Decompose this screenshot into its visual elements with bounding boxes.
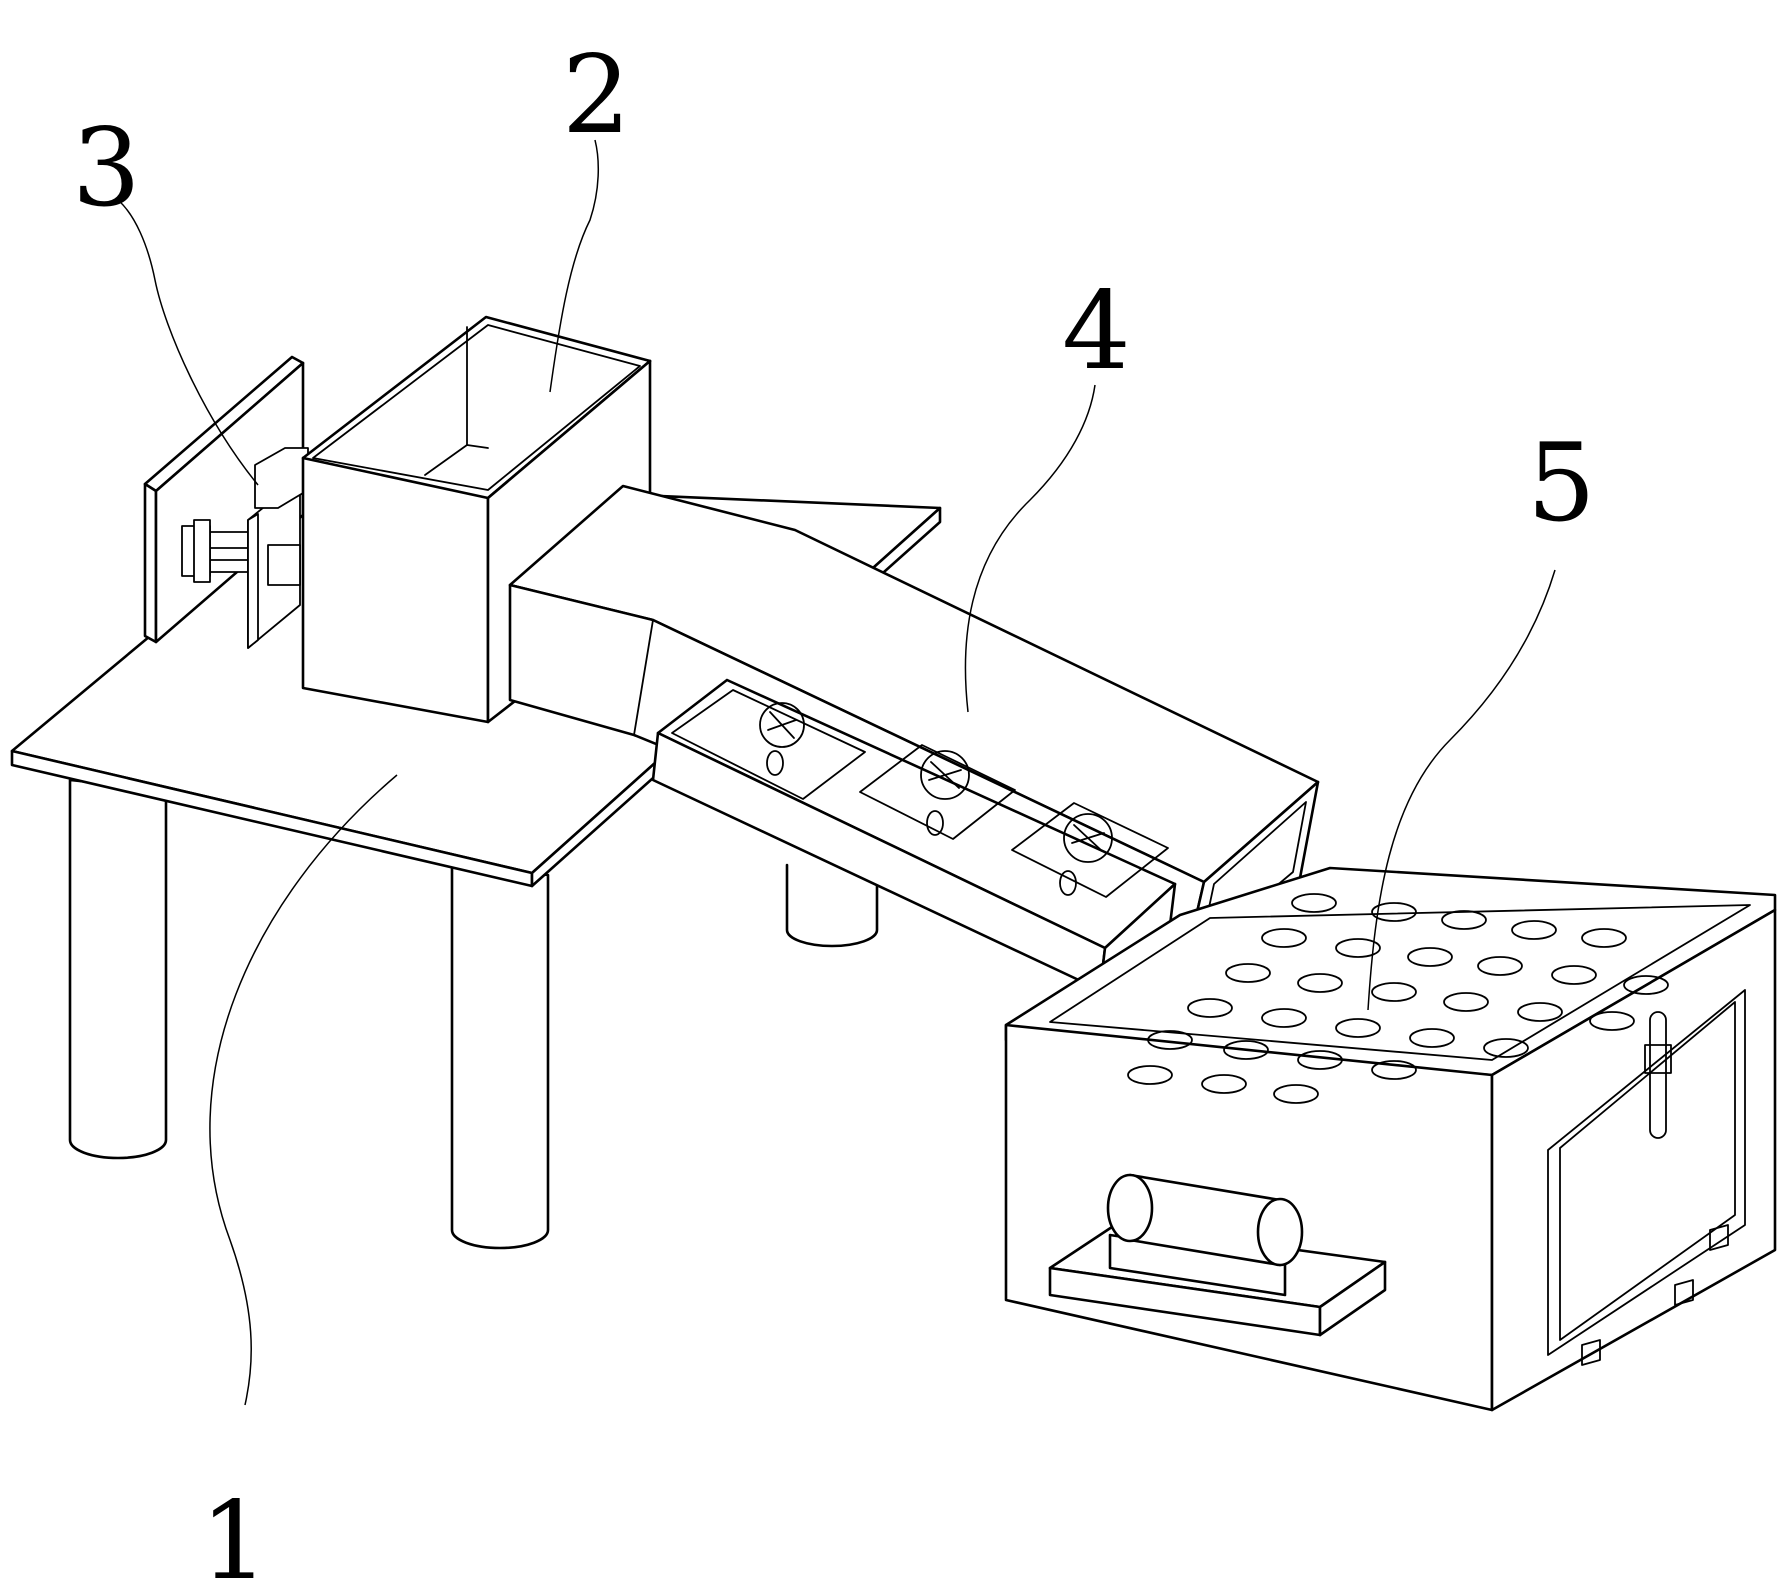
leg-front-right — [452, 865, 548, 1248]
label-1: 1 — [200, 1479, 269, 1587]
label-4: 4 — [1062, 269, 1131, 394]
label-2: 2 — [562, 33, 631, 158]
leader-1 — [210, 775, 397, 1405]
leg-front-left — [70, 780, 166, 1158]
label-3: 3 — [72, 106, 141, 231]
label-5: 5 — [1527, 421, 1596, 546]
